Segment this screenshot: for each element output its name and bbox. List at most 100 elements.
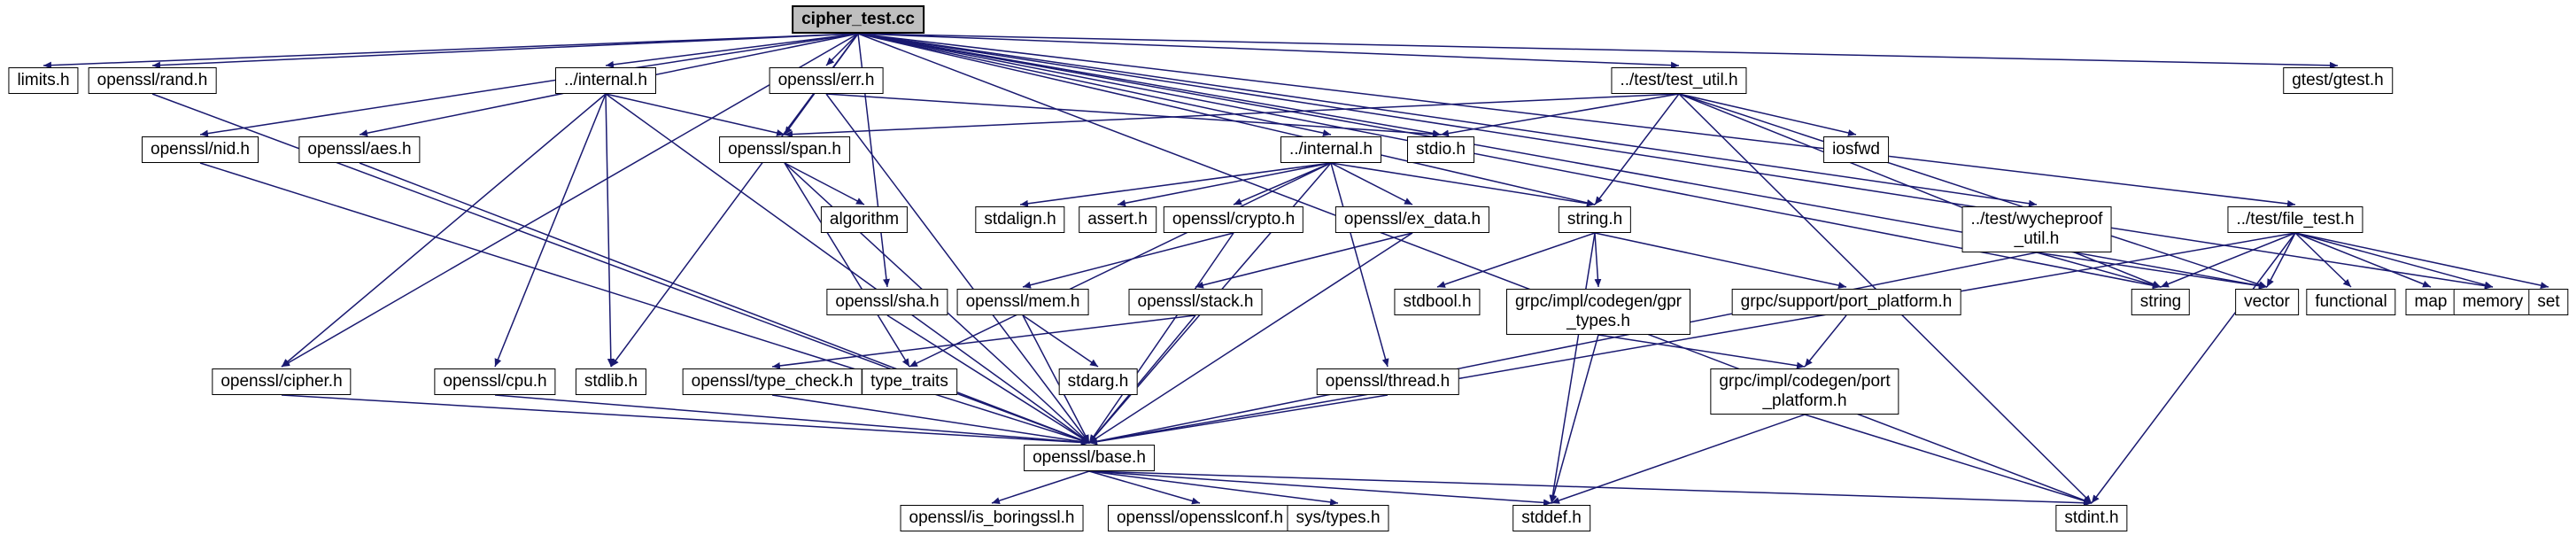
- graph-node-cpu[interactable]: openssl/cpu.h: [434, 368, 556, 395]
- include-edge: [2294, 232, 2494, 289]
- graph-node-ex_data[interactable]: openssl/ex_data.h: [1334, 206, 1490, 233]
- graph-node-test_util[interactable]: ../test/test_util.h: [1611, 67, 1747, 94]
- graph-node-stdarg: stdarg.h: [1058, 368, 1138, 395]
- include-edge: [857, 33, 2038, 207]
- graph-node-string_h[interactable]: string.h: [1558, 206, 1632, 233]
- graph-node-span[interactable]: openssl/span.h: [719, 136, 850, 163]
- graph-node-crypto[interactable]: openssl/crypto.h: [1163, 206, 1304, 233]
- graph-node-internal_b[interactable]: ../internal.h: [1280, 136, 1381, 163]
- include-edge: [1088, 394, 1389, 446]
- include-edge: [1330, 162, 1596, 207]
- graph-node-sys_types: sys/types.h: [1287, 505, 1389, 531]
- graph-node-type_check[interactable]: openssl/type_check.h: [682, 368, 863, 395]
- include-edge: [1088, 232, 1413, 444]
- graph-node-thread[interactable]: openssl/thread.h: [1316, 368, 1459, 395]
- include-edge: [2294, 232, 2549, 290]
- include-edge: [1597, 334, 1806, 369]
- graph-node-ppc[interactable]: grpc/impl/codegen/port _platform.h: [1710, 368, 1899, 415]
- include-edge: [857, 33, 1596, 206]
- include-edge: [1551, 414, 1806, 504]
- graph-node-stdlib: stdlib.h: [575, 368, 647, 395]
- include-edge: [2036, 252, 2162, 289]
- graph-node-type_traits: type_traits: [862, 368, 957, 395]
- include-edge: [825, 93, 1442, 138]
- graph-node-file_test[interactable]: ../test/file_test.h: [2227, 206, 2363, 233]
- include-edge: [2036, 252, 2268, 290]
- graph-node-pps[interactable]: grpc/support/port_platform.h: [1731, 289, 1961, 315]
- include-edge: [909, 162, 1332, 368]
- include-edge: [1088, 314, 1196, 444]
- include-edge: [1233, 162, 1332, 205]
- include-edge: [784, 93, 1680, 138]
- include-edge: [43, 33, 859, 69]
- graph-node-err[interactable]: openssl/err.h: [769, 67, 884, 94]
- include-edge: [605, 93, 1090, 444]
- include-edge: [1594, 232, 1847, 290]
- include-edge: [1550, 334, 1599, 504]
- graph-node-functional: functional: [2306, 289, 2396, 315]
- include-edge: [1088, 470, 1552, 507]
- graph-node-assert: assert.h: [1079, 206, 1156, 233]
- include-edge: [199, 33, 859, 137]
- include-edge: [199, 162, 1090, 445]
- include-edge: [784, 162, 910, 368]
- include-edge: [1088, 232, 2296, 446]
- graph-node-stdalign: stdalign.h: [975, 206, 1065, 233]
- include-edge: [494, 394, 1090, 446]
- include-edge: [2160, 232, 2296, 288]
- include-edge: [1804, 414, 2093, 505]
- include-edge: [1440, 93, 1680, 137]
- graph-node-aes[interactable]: openssl/aes.h: [298, 136, 421, 163]
- include-edge: [1088, 470, 1339, 506]
- include-edge: [825, 93, 1090, 444]
- include-edge: [1330, 162, 1413, 205]
- include-edge: [1678, 93, 2162, 288]
- graph-node-is_boringssl[interactable]: openssl/is_boringssl.h: [900, 505, 1084, 531]
- graph-node-rand[interactable]: openssl/rand.h: [88, 67, 217, 94]
- include-edge: [857, 33, 2162, 290]
- include-edge: [2091, 232, 2296, 504]
- include-edge: [857, 33, 1680, 69]
- include-edge: [991, 470, 1090, 505]
- include-edge: [1088, 470, 2093, 507]
- include-edge: [2294, 232, 2432, 288]
- include-edge: [886, 314, 1090, 444]
- include-edge: [2294, 232, 2352, 288]
- graph-node-opensslconf[interactable]: openssl/opensslconf.h: [1107, 505, 1293, 531]
- graph-node-nid[interactable]: openssl/nid.h: [142, 136, 259, 163]
- graph-node-stack[interactable]: openssl/stack.h: [1128, 289, 1263, 315]
- graph-node-limits: limits.h: [8, 67, 79, 94]
- graph-node-base[interactable]: openssl/base.h: [1024, 445, 1155, 471]
- graph-node-sha[interactable]: openssl/sha.h: [826, 289, 948, 315]
- include-edge: [281, 394, 1090, 446]
- graph-node-wycheproof[interactable]: ../test/wycheproof _util.h: [1961, 206, 2112, 252]
- graph-node-internal_a[interactable]: ../internal.h: [555, 67, 656, 94]
- graph-node-set: set: [2528, 289, 2569, 315]
- include-edge: [605, 93, 785, 136]
- include-edge: [281, 93, 607, 368]
- graph-node-gpr_types[interactable]: grpc/impl/codegen/gpr _types.h: [1506, 289, 1690, 335]
- include-edge: [605, 33, 859, 68]
- graph-node-mem[interactable]: openssl/mem.h: [956, 289, 1089, 315]
- include-edge: [857, 33, 2296, 207]
- include-edge: [1022, 314, 1090, 444]
- graph-node-cipher[interactable]: openssl/cipher.h: [212, 368, 352, 395]
- include-edge: [771, 314, 1196, 369]
- graph-node-memory: memory: [2453, 289, 2533, 315]
- include-edge: [1022, 314, 1099, 368]
- graph-node-root: cipher_test.cc: [792, 5, 924, 34]
- graph-node-algorithm: algorithm: [820, 206, 909, 233]
- include-edge: [857, 33, 2494, 290]
- include-edge: [1195, 232, 1413, 289]
- include-edge: [1019, 162, 1332, 207]
- include-edge: [1330, 162, 1389, 368]
- include-edge: [1804, 314, 1847, 368]
- include-edge: [494, 93, 607, 368]
- include-edge: [857, 33, 1332, 137]
- include-edge: [2266, 232, 2296, 288]
- include-edge: [857, 33, 2093, 504]
- include-edge: [605, 93, 615, 368]
- include-edge: [1088, 232, 1234, 444]
